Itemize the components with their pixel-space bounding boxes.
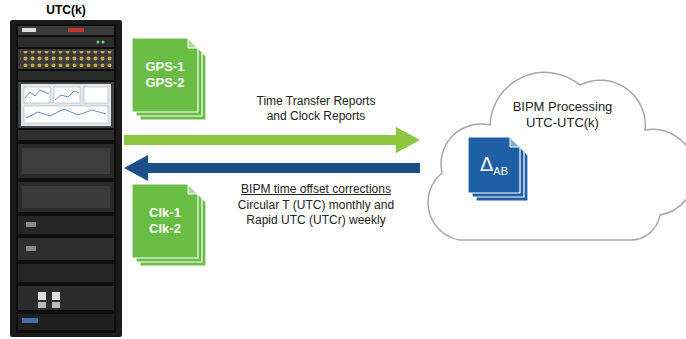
document-sheet xyxy=(132,38,198,112)
document-sheet xyxy=(468,137,520,193)
node-text: UTC(k) xyxy=(8,3,124,17)
node-text: Clk-1 Clk-2 xyxy=(142,205,188,236)
folded-corner xyxy=(188,38,198,48)
node-label: UTC(k) xyxy=(46,3,85,17)
node-label: BIPM Processing UTC-UTC(k) xyxy=(513,99,613,130)
folded-corner xyxy=(510,137,520,147)
node-label: AB xyxy=(493,165,508,177)
node-label: Δ xyxy=(480,153,493,175)
node-label: GPS-1 GPS-2 xyxy=(145,59,184,90)
cloud-outline xyxy=(428,72,686,240)
node-text: ΔAB xyxy=(474,152,514,178)
folded-corner xyxy=(188,184,198,194)
node-text: BIPM Processing UTC-UTC(k) xyxy=(505,99,620,130)
report-arrow xyxy=(124,127,420,153)
report-stack: Clk-1 Clk-2 xyxy=(132,184,206,266)
processing-cloud: ΔAB BIPM Processing UTC-UTC(k) xyxy=(420,55,682,255)
correction-arrow xyxy=(124,155,420,181)
arrow-label: Time Transfer Reports and Clock Reports xyxy=(250,94,382,124)
schedule-note: Circular T (UTC) monthly and Rapid UTC (… xyxy=(226,198,406,228)
result-document: ΔAB xyxy=(468,137,528,201)
document-sheet xyxy=(132,184,198,258)
arrow-label: BIPM time offset corrections xyxy=(226,182,406,197)
cloud-shape xyxy=(420,55,682,255)
equipment-rack xyxy=(8,20,124,337)
clock-rack: UTC(k) xyxy=(8,2,124,337)
report-stack: GPS-1 GPS-2 xyxy=(132,38,206,120)
node-text: GPS-1 GPS-2 xyxy=(142,59,188,90)
node-label: Clk-1 Clk-2 xyxy=(149,205,181,236)
